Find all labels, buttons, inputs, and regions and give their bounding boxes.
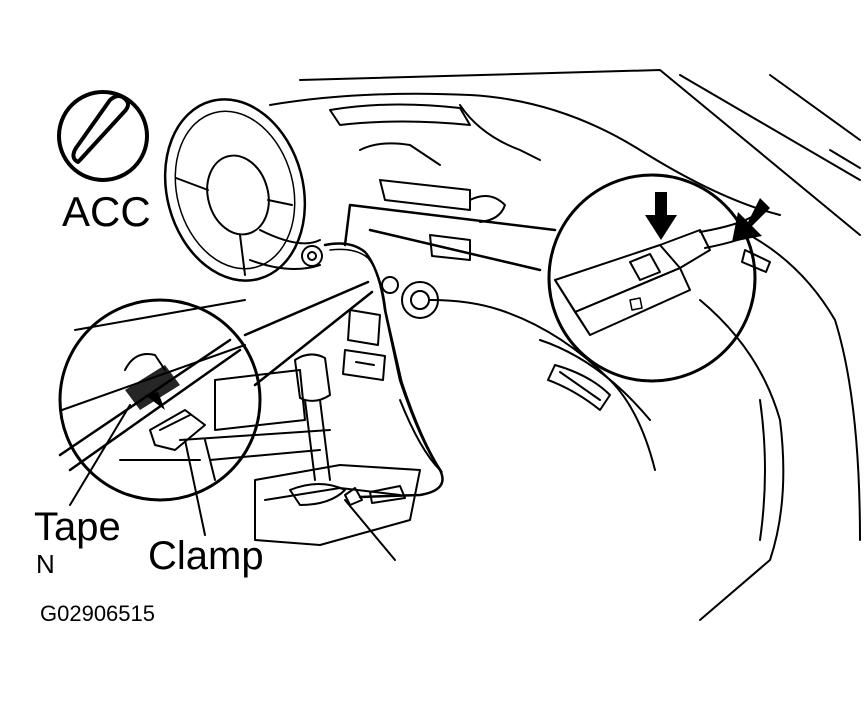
shift-console [254, 353, 421, 561]
steering-wheel [163, 98, 321, 282]
arrow-diagonal-icon [732, 198, 770, 242]
key-ignition-icon [57, 90, 149, 182]
windshield-outline [299, 69, 861, 236]
callout-connector-lower [243, 280, 374, 387]
ignition-switch [301, 245, 323, 267]
tape-label: Tape [34, 505, 121, 549]
wire-harness [323, 242, 444, 506]
dashboard [179, 92, 861, 621]
leader-lines [69, 404, 206, 536]
n-label: N [36, 549, 55, 579]
figure-code: G02906515 [40, 601, 155, 626]
acc-label: ACC [62, 188, 151, 235]
connector-detail-circle [547, 173, 757, 383]
clamp-label: Clamp [148, 534, 264, 578]
callout-connector-upper [343, 203, 557, 272]
arrow-down-icon [645, 192, 677, 240]
clamp-detail-circle [58, 298, 262, 502]
